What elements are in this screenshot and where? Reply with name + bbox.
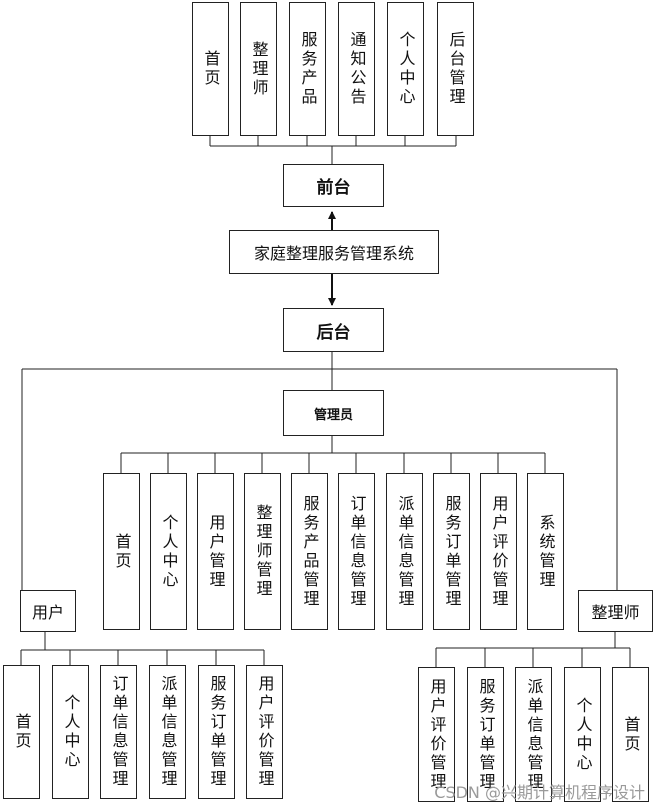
admin-module-organizer-management: 整理师管理 (244, 473, 281, 630)
organizer-node: 整理师 (578, 590, 653, 632)
admin-node: 管理员 (283, 390, 384, 436)
frontend-module-notices: 通知公告 (338, 2, 375, 136)
frontend-module-personal-center: 个人中心 (387, 2, 424, 136)
admin-module-system-management: 系统管理 (527, 473, 564, 630)
admin-module-order-info-management: 订单信息管理 (338, 473, 375, 630)
user-module-dispatch-info-management: 派单信息管理 (149, 665, 186, 799)
user-module-user-review-management: 用户评价管理 (246, 665, 283, 799)
admin-module-user-review-management: 用户评价管理 (480, 473, 517, 630)
frontend-module-organizer: 整理师 (240, 2, 277, 136)
user-module-order-info-management: 订单信息管理 (100, 665, 137, 799)
frontend-module-service-products: 服务产品 (289, 2, 326, 136)
admin-module-user-management: 用户管理 (197, 473, 234, 630)
organizer-module-service-order-management: 服务订单管理 (467, 667, 504, 802)
admin-module-personal-center: 个人中心 (150, 473, 187, 630)
organizer-module-dispatch-info-management: 派单信息管理 (515, 667, 552, 802)
admin-module-service-order-management: 服务订单管理 (433, 473, 470, 630)
admin-module-dispatch-info-management: 派单信息管理 (386, 473, 423, 630)
organizer-module-personal-center: 个人中心 (564, 667, 601, 802)
user-node: 用户 (20, 590, 76, 632)
organizer-module-user-review-management: 用户评价管理 (418, 667, 455, 802)
admin-module-service-product-management: 服务产品管理 (291, 473, 328, 630)
user-module-personal-center: 个人中心 (52, 665, 89, 799)
frontend-module-home: 首页 (192, 2, 229, 136)
system-title-node: 家庭整理服务管理系统 (229, 230, 439, 274)
frontend-node: 前台 (283, 164, 384, 207)
admin-module-home: 首页 (103, 473, 140, 630)
user-module-service-order-management: 服务订单管理 (198, 665, 235, 799)
user-module-home: 首页 (3, 665, 40, 799)
backend-node: 后台 (283, 308, 384, 352)
organizer-module-home: 首页 (612, 667, 649, 802)
frontend-module-backend-admin: 后台管理 (437, 2, 474, 136)
watermark-text: CSDN @兴期计算机程序设计 (434, 783, 645, 802)
